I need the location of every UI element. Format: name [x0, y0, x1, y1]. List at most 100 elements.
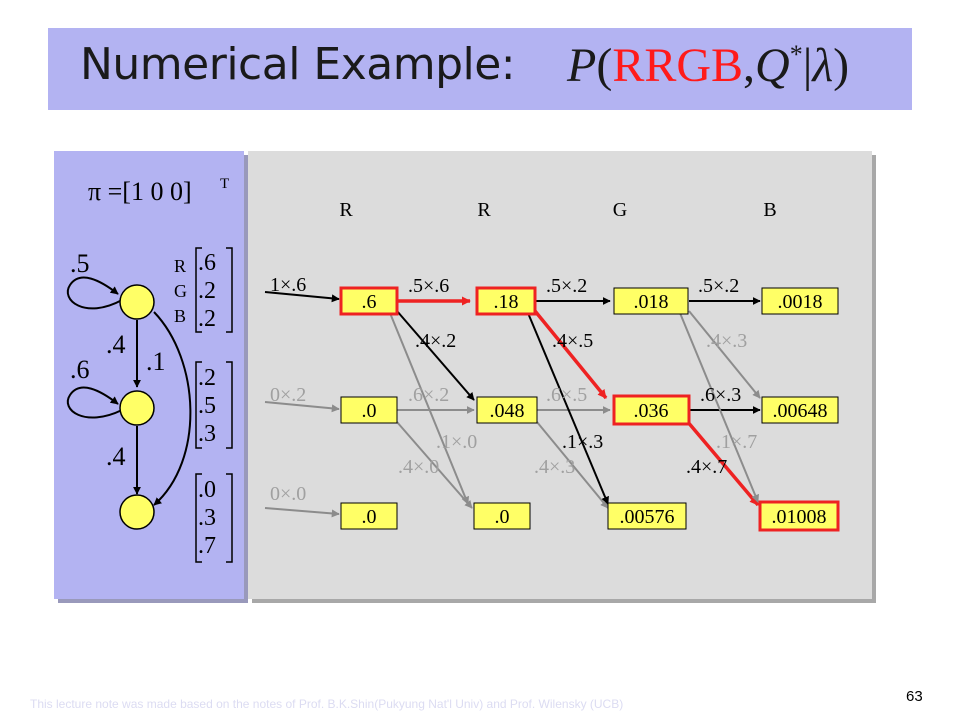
emission-1-b: .2 [198, 306, 216, 332]
emission-symbol-b: B [174, 306, 186, 326]
self-loop-2-label: .6 [70, 355, 90, 384]
initial-arrow-3 [264, 507, 340, 518]
emission-3-right-bracket [226, 473, 233, 563]
state-3 [119, 494, 155, 530]
formula-close: ) [833, 39, 850, 92]
emission-1-g: .2 [198, 278, 216, 304]
state-2 [119, 390, 155, 426]
emission-3-b: .7 [198, 533, 216, 559]
cell-1-1 [339, 286, 399, 316]
formula-bar: | [802, 39, 813, 92]
emission-3-g: .3 [198, 505, 216, 531]
cell-2-2-value: .048 [490, 400, 525, 422]
observation-1: R [339, 199, 353, 221]
formula-star: * [789, 40, 803, 69]
edge-1-mid-bot-label: .4×.0 [398, 456, 439, 478]
footer-credit: This lecture note was made based on the … [30, 697, 624, 711]
edge-1-top-bot [389, 312, 469, 505]
emission-3-r: .0 [198, 477, 216, 503]
cell-3-1-value: .0 [362, 506, 377, 528]
formula-observation: RRGB [612, 39, 744, 92]
edge-1-mid-mid-label: .6×.2 [408, 384, 449, 406]
emission-symbol-g: G [174, 281, 187, 301]
cell-1-3-value: .018 [634, 291, 669, 313]
initial-label-3: 0×.0 [270, 483, 306, 505]
cell-2-1-value: .0 [362, 400, 377, 422]
formula-lambda: λ [812, 39, 834, 92]
cell-2-3 [612, 394, 691, 426]
initial-arrow-1 [264, 291, 340, 303]
title-bar [48, 28, 912, 110]
edge-1-top-mid-label: .4×.2 [415, 330, 456, 352]
transition-2-3-label: .4 [106, 442, 126, 471]
cell-3-4-value: .01008 [772, 506, 827, 528]
state-1 [119, 284, 155, 320]
emission-1-r: .6 [198, 250, 216, 276]
edge-3-top-top-label: .5×.2 [698, 275, 739, 297]
edge-2-top-bot-label: .1×.3 [562, 431, 603, 453]
edge-3-top-bot-label: .1×.7 [716, 431, 757, 453]
page-number: 63 [906, 688, 923, 705]
self-loop-2 [67, 386, 123, 419]
edge-2-top-mid [533, 309, 608, 400]
cell-1-4-value: .0018 [778, 291, 823, 313]
transition-1-2-label: .4 [106, 330, 126, 359]
cell-3-4 [758, 500, 840, 532]
edge-1-top-bot-label: .1×.0 [436, 431, 477, 453]
formula-comma: , [743, 39, 756, 92]
page-title: Numerical Example: [80, 39, 516, 90]
cell-3-2-value: .0 [495, 506, 510, 528]
formula-open: ( [596, 39, 613, 92]
edge-2-mid-bot-label: .4×.3 [534, 456, 575, 478]
edge-3-top-bot [679, 312, 759, 503]
emission-1-right-bracket [226, 247, 233, 333]
cell-3-2 [473, 502, 531, 530]
initial-distribution-transpose: T [220, 176, 229, 192]
observation-3: G [613, 199, 627, 221]
cell-1-3 [613, 287, 689, 315]
cell-1-2-value: .18 [494, 291, 519, 313]
initial-label-2: 0×.2 [270, 384, 306, 406]
edge-3-mid-bot-label: .4×.7 [686, 456, 727, 478]
transition-1-3-label: .1 [146, 347, 166, 376]
edge-2-mid-bot [536, 421, 609, 509]
emission-2-right-bracket [226, 361, 233, 449]
edge-3-top-mid-label: .4×.3 [706, 330, 747, 352]
edge-1-top-top-label: .5×.6 [408, 275, 449, 297]
cell-3-3 [607, 502, 687, 530]
cell-1-1-value: .6 [362, 291, 377, 313]
cell-1-2 [475, 286, 537, 316]
emission-2-left-bracket [195, 361, 202, 449]
emission-symbol-r: R [174, 256, 186, 276]
cell-2-1 [340, 396, 398, 424]
edge-3-mid-mid-label: .6×.3 [700, 384, 741, 406]
initial-arrow-2 [264, 401, 340, 413]
emission-2-b: .3 [198, 421, 216, 447]
edge-1-top-mid [396, 310, 475, 401]
initial-label-1: 1×.6 [270, 274, 306, 296]
cell-3-3-value: .00576 [620, 506, 675, 528]
observation-4: B [763, 199, 776, 221]
cell-2-2 [476, 396, 538, 424]
emission-2-r: .2 [198, 365, 216, 391]
cell-2-4 [761, 396, 839, 424]
edge-2-mid-mid-label: .6×.5 [546, 384, 587, 406]
edge-3-top-mid [688, 310, 761, 399]
self-loop-1-label: .5 [70, 249, 90, 278]
cell-2-4-value: .00648 [773, 400, 828, 422]
edge-3-mid-bot [685, 419, 760, 507]
edge-2-top-bot [527, 312, 609, 505]
emission-2-g: .5 [198, 393, 216, 419]
formula-q: Q [755, 39, 790, 92]
formula-p: P [567, 39, 597, 92]
edge-2-top-mid-label: .4×.5 [552, 330, 593, 352]
emission-1-left-bracket [195, 247, 202, 333]
self-loop-1 [67, 276, 123, 310]
edge-1-mid-bot [396, 421, 473, 509]
transition-1-3 [153, 311, 192, 506]
initial-distribution: π =[1 0 0] [88, 177, 192, 206]
edge-2-top-top-label: .5×.2 [546, 275, 587, 297]
title-formula: P(RRGB,Q*|λ) [567, 38, 849, 93]
observation-2: R [477, 199, 491, 221]
